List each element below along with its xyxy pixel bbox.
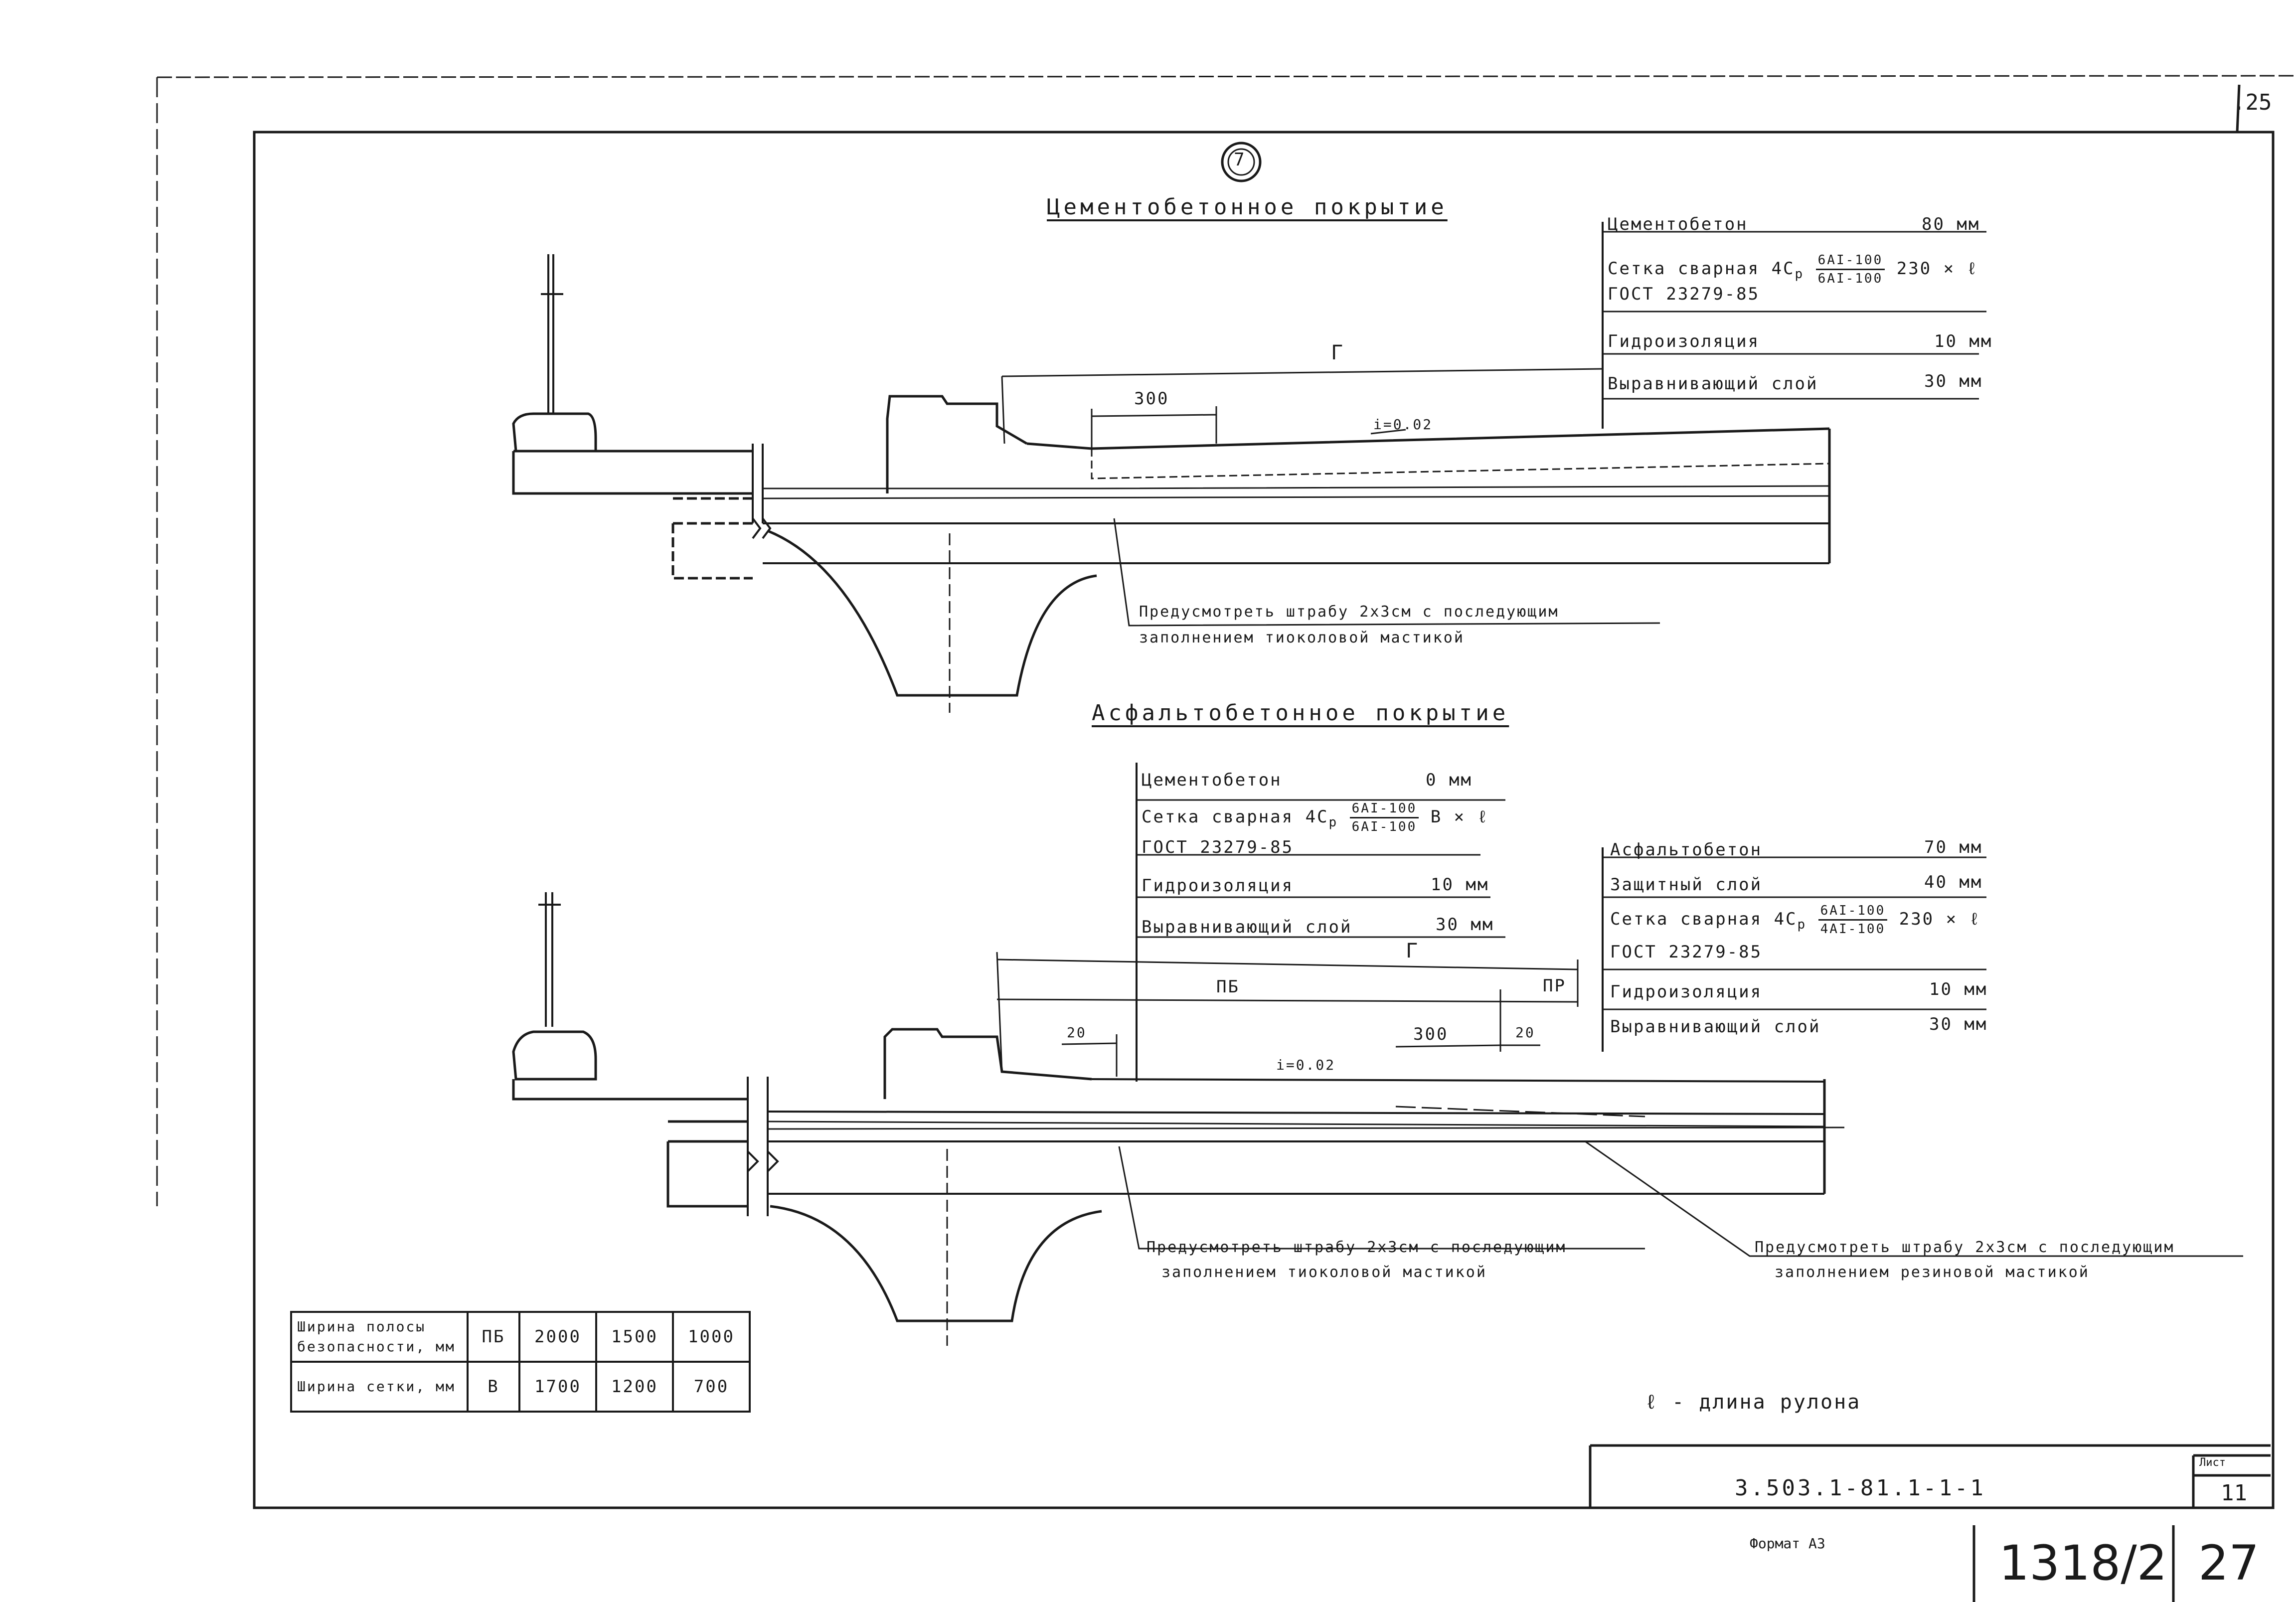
top-slope: i=0.02 bbox=[1373, 416, 1433, 433]
sheet-number: 11 bbox=[2221, 1480, 2247, 1506]
bottom-left-layer-4-value: 30 мм bbox=[1436, 915, 1494, 935]
legend-row1-value-2: 1500 bbox=[595, 1311, 674, 1363]
bottom-dim-300: 300 bbox=[1413, 1024, 1449, 1044]
length-note: ℓ - длина рулона bbox=[1645, 1391, 1861, 1414]
legend-row2-symbol: В bbox=[467, 1361, 520, 1413]
bottom-callout-right-line1: Предусмотреть штрабу 2x3см с последующим bbox=[1755, 1239, 2175, 1256]
bottom-dim-20b: 20 bbox=[1515, 1024, 1535, 1041]
title-block bbox=[1589, 1444, 2271, 1508]
right-edge-mark bbox=[2236, 84, 2241, 133]
legend-row-strip-width: Ширина полосы безопасности, мм ПБ 2000 1… bbox=[290, 1311, 751, 1363]
legend-row1-symbol: ПБ bbox=[467, 1311, 520, 1363]
bottom-right-layer-1-value: 70 мм bbox=[1924, 837, 1983, 857]
legend-row-mesh-width: Ширина сетки, мм В 1700 1200 700 bbox=[290, 1361, 751, 1413]
bottom-left-gost: ГОСТ 23279-85 bbox=[1142, 837, 1294, 857]
section-marker-circle bbox=[1221, 142, 1262, 182]
page-number: 27 bbox=[2198, 1535, 2260, 1591]
top-dim-g: Г bbox=[1331, 341, 1346, 364]
bottom-callout-left-line2: заполнением тиоколовой мастикой bbox=[1161, 1264, 1487, 1281]
width-legend-table: Ширина полосы безопасности, мм ПБ 2000 1… bbox=[290, 1311, 751, 1413]
bottom-right-layer-4-name: Гидроизоляция bbox=[1610, 982, 1763, 1002]
top-layer-4-name: Выравнивающий слой bbox=[1608, 374, 1818, 394]
bottom-slope: i=0.02 bbox=[1276, 1057, 1336, 1073]
sheet-label: Лист bbox=[2199, 1456, 2226, 1469]
inner-frame bbox=[253, 131, 2275, 1509]
legend-row1-value-3: 1000 bbox=[672, 1311, 751, 1363]
inv-block bbox=[1972, 1525, 2175, 1602]
bottom-dim-pb: ПБ bbox=[1216, 977, 1240, 997]
legend-row2-value-1: 1700 bbox=[518, 1361, 597, 1413]
outer-border-top bbox=[157, 75, 2296, 78]
top-section-drawing bbox=[512, 254, 1831, 713]
bottom-callout-left-line1: Предусмотреть штрабу 2x3см с последующим bbox=[1147, 1239, 1567, 1256]
top-layer-4-value: 30 мм bbox=[1924, 371, 1983, 391]
top-layer-1-name: Цементобетон bbox=[1608, 214, 1748, 234]
section-marker-label: 7 bbox=[1234, 150, 1245, 170]
top-layer-gost: ГОСТ 23279-85 bbox=[1608, 284, 1760, 304]
bottom-section-drawing bbox=[512, 222, 2243, 1346]
legend-row1-label: Ширина полосы безопасности, мм bbox=[290, 1311, 469, 1363]
document-code: 3.503.1-81.1-1-1 bbox=[1735, 1475, 1986, 1501]
bottom-section-title: Асфальтобетонное покрытие bbox=[1092, 700, 1509, 726]
bottom-dim-pr: ПР bbox=[1543, 976, 1566, 996]
bottom-dim-20a: 20 bbox=[1067, 1024, 1087, 1041]
top-dim-300: 300 bbox=[1134, 389, 1169, 409]
legend-row2-label: Ширина сетки, мм bbox=[290, 1361, 469, 1413]
bottom-right-layer-2-value: 40 мм bbox=[1924, 872, 1983, 892]
legend-row1-value-1: 2000 bbox=[518, 1311, 597, 1363]
bottom-right-layer-2-name: Защитный слой bbox=[1610, 875, 1763, 895]
top-layer-3-name: Гидроизоляция bbox=[1608, 331, 1760, 351]
bottom-left-layer-3-name: Гидроизоляция bbox=[1142, 876, 1294, 896]
top-layer-3-value: 10 мм bbox=[1934, 331, 1993, 351]
top-callout-line2: заполнением тиоколовой мастикой bbox=[1139, 629, 1465, 646]
top-section-title: Цементобетонное покрытие bbox=[1047, 194, 1448, 220]
bottom-callout-right-line2: заполнением резиновой мастикой bbox=[1775, 1264, 2090, 1281]
bottom-left-layer-1-value: 0 мм bbox=[1426, 770, 1473, 790]
bottom-right-layer-5-value: 30 мм bbox=[1929, 1014, 1988, 1034]
bottom-dim-g: Г bbox=[1406, 940, 1421, 962]
inventory-number: 1318/2 bbox=[1999, 1535, 2167, 1591]
top-callout-line1: Предусмотреть штрабу 2x3см с последующим bbox=[1139, 603, 1559, 621]
bottom-right-layer-5-name: Выравнивающий слой bbox=[1610, 1017, 1821, 1037]
legend-row2-value-2: 1200 bbox=[595, 1361, 674, 1413]
bottom-right-layer-4-value: 10 мм bbox=[1929, 979, 1988, 999]
legend-row2-value-3: 700 bbox=[672, 1361, 751, 1413]
format-label: Формат А3 bbox=[1750, 1535, 1825, 1552]
top-right-mark: .25 bbox=[2232, 90, 2272, 115]
top-layer-1-value: 80 мм bbox=[1922, 214, 1980, 234]
bottom-left-layer-4-name: Выравнивающий слой bbox=[1142, 917, 1352, 937]
bottom-right-gost: ГОСТ 23279-85 bbox=[1610, 942, 1763, 962]
bottom-left-layer-3-value: 10 мм bbox=[1431, 875, 1489, 895]
bottom-left-layer-1-name: Цементобетон bbox=[1142, 770, 1282, 790]
bottom-right-layer-1-name: Асфальтобетон bbox=[1610, 840, 1763, 860]
